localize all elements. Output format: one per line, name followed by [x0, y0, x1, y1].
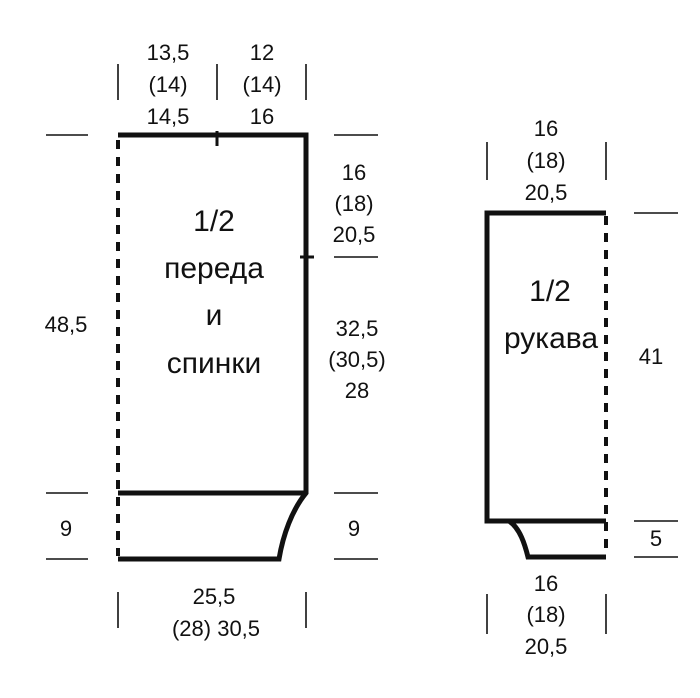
body-label-line-4: спинки	[167, 347, 261, 380]
sleeve-bottom-width-2: (18)	[526, 602, 565, 627]
body-bottom-width-1: 25,5	[193, 584, 236, 609]
body-label-line-1: 1/2	[193, 205, 235, 238]
sleeve-piece: 1/2 рукава 16 (18) 20,5 41 5 16 (18) 20,…	[484, 116, 678, 659]
sleeve-bottom-width-3: 20,5	[525, 634, 568, 659]
sleeve-outline	[484, 210, 606, 560]
body-right-upper-height-2: (18)	[334, 191, 373, 216]
body-top-left-width-3: 14,5	[147, 104, 190, 129]
body-right-upper-height-3: 20,5	[333, 222, 376, 247]
body-rib-height-left: 9	[60, 516, 72, 541]
body-total-height: 48,5	[45, 312, 88, 337]
body-top-left-width-2: (14)	[148, 72, 187, 97]
body-right-upper-height-1: 16	[342, 160, 366, 185]
sleeve-top-width-1: 16	[534, 116, 558, 141]
body-label-line-2: переда	[164, 252, 264, 285]
body-right-lower-height-1: 32,5	[336, 316, 379, 341]
body-label-line-3: и	[206, 299, 223, 332]
body-right-lower-height-3: 28	[345, 378, 369, 403]
body-top-right-width-1: 12	[250, 40, 274, 65]
body-top-right-width-3: 16	[250, 104, 274, 129]
body-top-left-width-1: 13,5	[147, 40, 190, 65]
body-top-right-width-2: (14)	[242, 72, 281, 97]
sleeve-top-width-3: 20,5	[525, 180, 568, 205]
body-piece: 1/2 переда и спинки 13,5 (14) 14,5 12 (1…	[45, 40, 386, 641]
sleeve-label-line-1: 1/2	[529, 275, 571, 308]
body-bottom-width-2: (28) 30,5	[172, 616, 260, 641]
body-right-lower-height-2: (30,5)	[328, 347, 385, 372]
sleeve-cuff-height: 5	[650, 526, 662, 551]
sleeve-height: 41	[639, 344, 663, 369]
sleeve-bottom-width-1: 16	[534, 571, 558, 596]
body-rib-height-right: 9	[348, 516, 360, 541]
sleeve-label-line-2: рукава	[504, 322, 598, 355]
sleeve-top-width-2: (18)	[526, 148, 565, 173]
